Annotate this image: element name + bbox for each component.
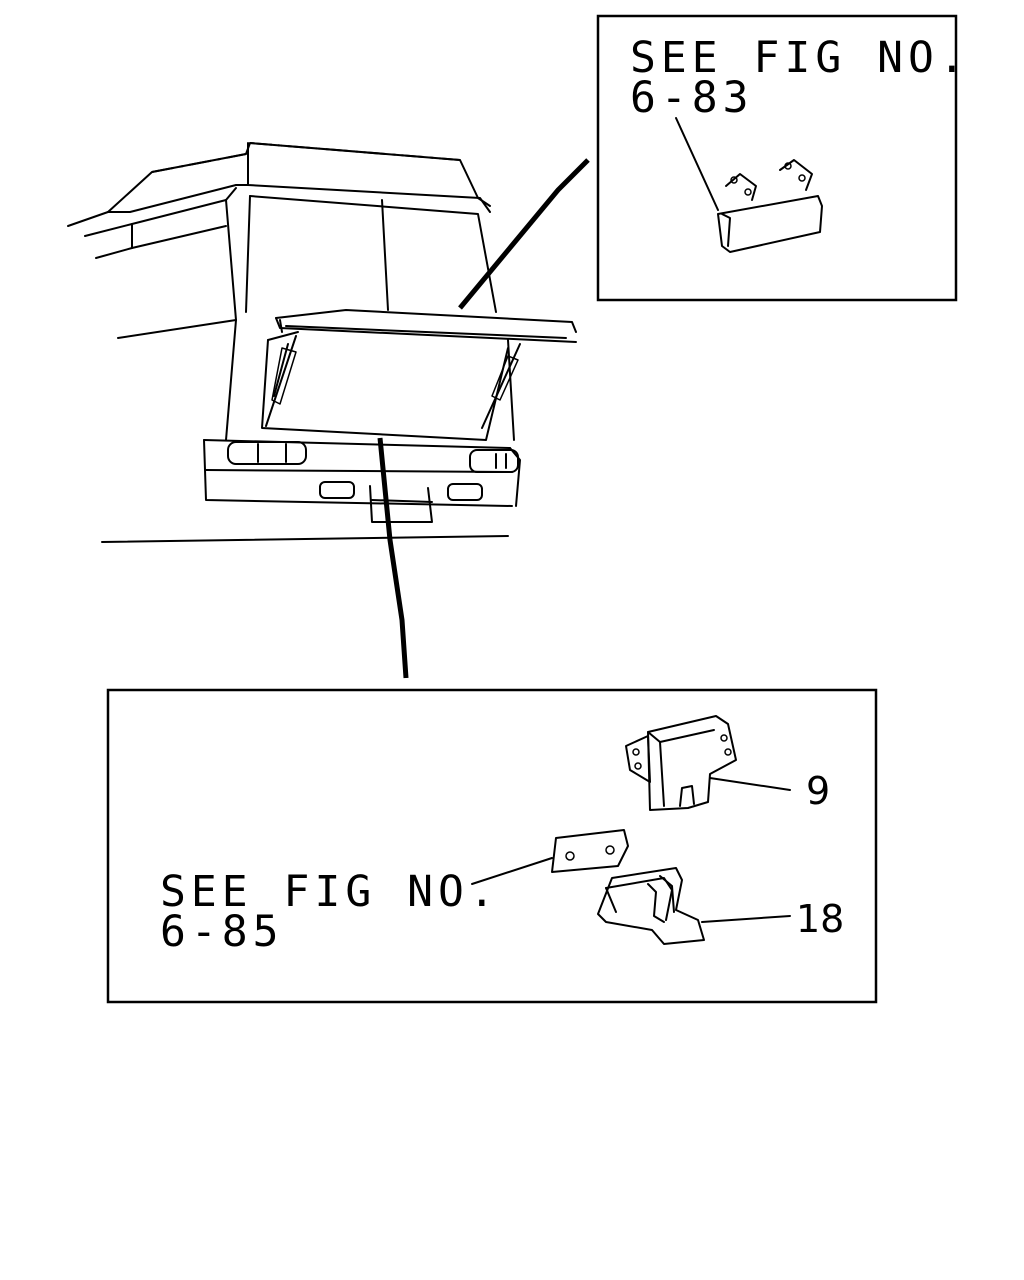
callout-number-9: 9: [806, 769, 830, 813]
bottom-reference-line1: SEE FIG NO.: [160, 867, 500, 917]
callout-number-18: 18: [796, 897, 844, 941]
callout-leader-9: [709, 777, 791, 791]
leader-to-top-inset: [458, 158, 590, 310]
mirror-assembly-icon: [717, 159, 823, 253]
top-reference-line1: SEE FIG NO.: [630, 33, 970, 83]
bottom-inset-frame: [106, 688, 878, 1004]
latch-bracket-icon: [625, 715, 737, 811]
bracket-plate-icon: [551, 829, 629, 873]
leader-to-bottom-inset: [377, 437, 409, 679]
bottom-reference-line2: 6-85: [160, 907, 284, 957]
truck-cab-illustration: [67, 142, 577, 543]
top-reference-leader: [675, 117, 719, 211]
top-reference-line2: 6-83: [630, 73, 754, 123]
callout-leader-18: [701, 915, 791, 923]
striker-icon: [597, 867, 705, 945]
top-inset-frame: [596, 14, 958, 302]
bottom-reference-leader: [471, 857, 553, 885]
